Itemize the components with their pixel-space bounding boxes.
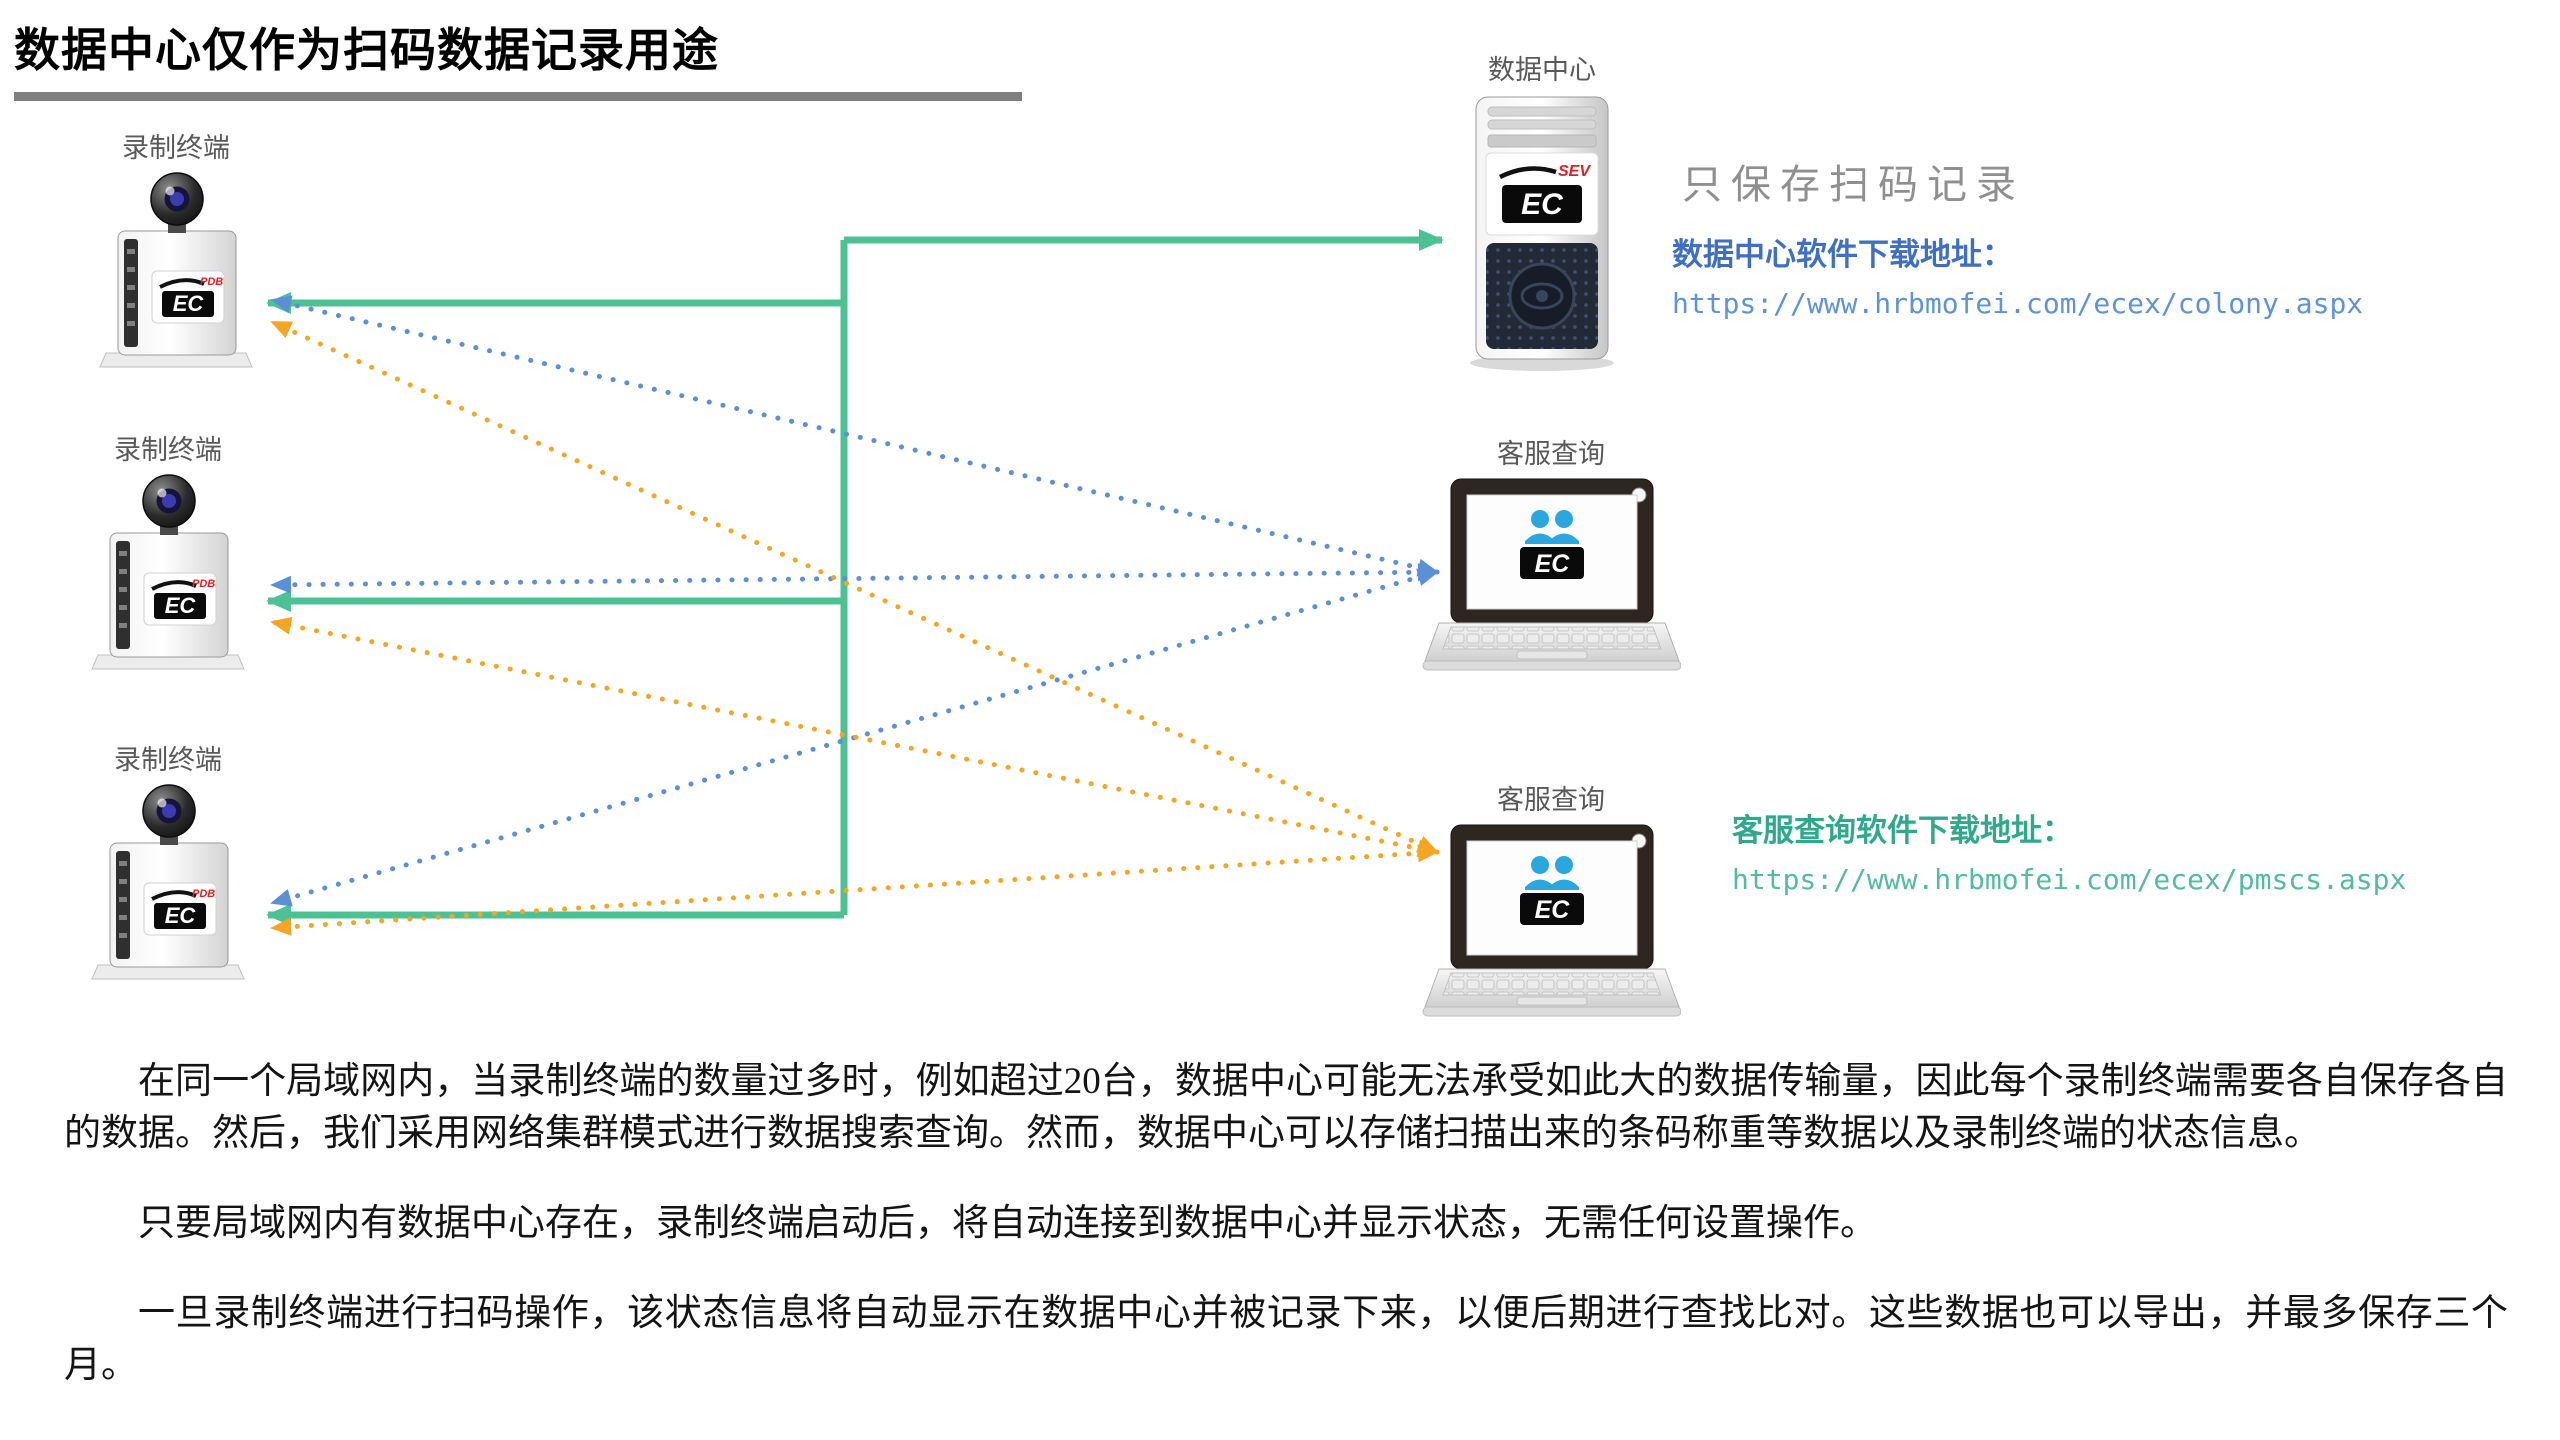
ec-logo: EC <box>165 903 197 928</box>
laptop-icon: EC <box>1422 478 1681 671</box>
terminal-2-label: 录制终端 <box>114 435 222 465</box>
service-download-url: https://www.hrbmofei.com/ecex/pmscs.aspx <box>1732 863 2407 896</box>
page-title: 数据中心仅作为扫码数据记录用途 <box>14 24 719 76</box>
recording-terminal-2: 录制终端 PDB EC <box>88 428 248 673</box>
service-station-1: 客服查询 EC <box>1421 432 1681 673</box>
terminal-3-label: 录制终端 <box>114 745 222 775</box>
terminal-logo-red-text: PDB <box>192 888 215 900</box>
orange-dotted-service2-terminal1 <box>269 319 1440 855</box>
camera-terminal-icon: PDB EC <box>91 784 245 980</box>
server-tower-icon: SEV EC <box>1470 96 1614 371</box>
datacenter-node: 数据中心 SEV EC <box>1462 48 1622 373</box>
datacenter-logo-red-text: SEV <box>1558 163 1591 180</box>
ec-logo: EC <box>165 593 197 618</box>
recording-terminal-1: 录制终端 PDB EC <box>96 126 256 371</box>
service-download-info: 客服查询软件下载地址： https://www.hrbmofei.com/ece… <box>1732 806 2406 904</box>
paragraph-1: 在同一个局域网内，当录制终端的数量过多时，例如超过20台，数据中心可能无法承受如… <box>64 1061 2508 1154</box>
blue-dotted-service1-terminal2 <box>269 563 1440 594</box>
service-2-label: 客服查询 <box>1497 785 1605 815</box>
ec-logo: EC <box>1535 550 1571 578</box>
service-download-label: 客服查询软件下载地址： <box>1732 813 2073 848</box>
ec-logo: EC <box>173 291 205 316</box>
blue-dotted-service1-terminal3 <box>269 568 1440 907</box>
datacenter-note: 只保存扫码记录 <box>1682 163 2025 207</box>
people-icon <box>1525 856 1579 890</box>
orange-dotted-service2-terminal2 <box>269 616 1440 858</box>
ec-logo: EC <box>1521 188 1564 221</box>
recording-terminal-3: 录制终端 PDB EC <box>88 738 248 983</box>
people-icon <box>1525 510 1579 544</box>
title-underline <box>14 92 1022 101</box>
service-station-2: 客服查询 EC <box>1421 778 1681 1019</box>
paragraph-3: 一旦录制终端进行扫码操作，该状态信息将自动显示在数据中心并被记录下来，以便后期进… <box>64 1293 2508 1386</box>
terminal-logo-red-text: PDB <box>200 276 223 288</box>
datacenter-download-info: 数据中心软件下载地址： https://www.hrbmofei.com/ece… <box>1672 230 2363 328</box>
datacenter-label: 数据中心 <box>1488 55 1596 85</box>
datacenter-download-url: https://www.hrbmofei.com/ecex/colony.asp… <box>1672 287 2364 320</box>
camera-terminal-icon: PDB EC <box>91 474 245 670</box>
terminal-logo-red-text: PDB <box>192 578 215 590</box>
terminal-1-label: 录制终端 <box>122 133 230 163</box>
laptop-icon: EC <box>1422 824 1681 1017</box>
blue-dotted-service1-terminal1 <box>269 295 1440 577</box>
service-1-label: 客服查询 <box>1497 439 1605 469</box>
paragraph-2: 只要局域网内有数据中心存在，录制终端启动后，将自动连接到数据中心并显示状态，无需… <box>138 1203 1877 1244</box>
description-text: 在同一个局域网内，当录制终端的数量过多时，例如超过20台，数据中心可能无法承受如… <box>64 1056 2508 1430</box>
ec-logo: EC <box>1535 896 1571 924</box>
datacenter-download-label: 数据中心软件下载地址： <box>1672 237 2013 272</box>
orange-dotted-service2-terminal3 <box>269 844 1440 936</box>
camera-terminal-icon: PDB EC <box>99 172 253 368</box>
